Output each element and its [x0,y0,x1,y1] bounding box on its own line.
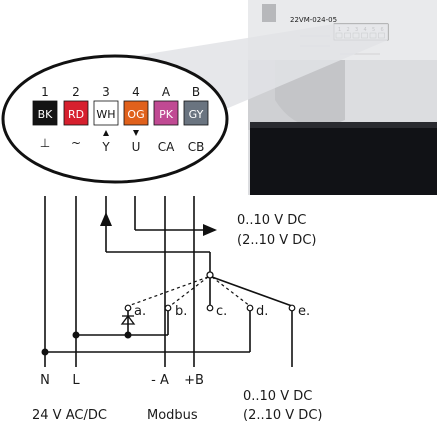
contact-b [164,304,172,312]
device-label-text: 22VM-024-05 [290,16,337,24]
terminal-1: 1 BK ⊥ [32,85,58,150]
terminal-B-code: GY [189,108,204,121]
junction-n [41,348,49,356]
supply-label: 24 V AC/DC [32,408,107,423]
terminal-1-number: 1 [41,85,49,99]
switch-line-d [211,276,251,307]
terminal-3: 3 WH Y [93,85,119,154]
wires: a. b. c. d. e. [41,196,310,367]
contact-c [206,304,214,312]
terminal-3-symbol: Y [101,140,110,154]
terminal-3-code: WH [96,108,115,121]
terminal-3-input-arrow-icon [103,130,109,136]
terminal-B-number: B [192,85,200,99]
terminal-A-number: A [162,85,171,99]
terminal-4-number: 4 [132,85,140,99]
terminal-1-symbol: ⊥ [40,136,50,150]
switch-label-d: d. [256,304,268,319]
terminal-A: A PK CA [153,85,179,154]
terminal-2-symbol: ~ [71,136,81,150]
label-n: N [40,373,50,388]
label-minus-a: - A [151,373,169,388]
terminal-A-box [153,100,179,126]
terminal-B-symbol: CB [188,140,205,154]
terminal-4-code: OG [127,108,144,121]
switch-line-a [127,276,209,307]
switch-line-e [211,276,293,307]
terminal-B-box [183,100,209,126]
contact-a [124,304,132,312]
terminal-A-symbol: CA [158,140,175,154]
terminal-2-code: RD [68,108,84,121]
junction-a [124,331,132,339]
terminal-4: 4 OG U [123,85,149,154]
switch-label-a: a. [134,304,146,319]
modbus-label: Modbus [147,408,198,423]
terminal-2-box [63,100,89,126]
junction-l [72,331,80,339]
input-label-line2: (2..10 V DC) [243,408,322,423]
terminal-3-box [93,100,119,126]
device-black-base [250,122,437,195]
terminal-2: 2 RD ~ [63,85,89,150]
label-l: L [72,373,80,388]
switch-label-c: c. [216,304,227,319]
contact-e [288,304,296,312]
terminal-1-code: BK [38,108,54,121]
terminal-B: B GY CB [183,85,209,154]
device-base-edge [250,122,437,128]
switch-line-b [169,276,209,307]
output-arrow-icon [203,224,217,236]
switch-label-b: b. [175,304,187,319]
terminal-A-code: PK [159,108,174,121]
contact-d [246,304,254,312]
wire-y-arrow-icon [100,212,112,226]
terminal-4-symbol: U [132,140,141,154]
label-plus-b: +B [184,373,204,388]
terminal-4-output-arrow-icon [133,130,139,136]
terminal-block: 1 BK ⊥ 2 RD ~ 3 WH Y 4 OG U A PK [32,85,209,154]
terminal-3-number: 3 [102,85,110,99]
terminal-4-box [123,100,149,126]
input-label-line1: 0..10 V DC [243,389,312,404]
output-label-line1: 0..10 V DC [237,213,306,228]
terminal-2-number: 2 [72,85,80,99]
terminal-1-box [32,100,58,126]
device-knob [262,4,276,22]
switch-label-e: e. [298,304,310,319]
output-label-line2: (2..10 V DC) [237,233,316,248]
